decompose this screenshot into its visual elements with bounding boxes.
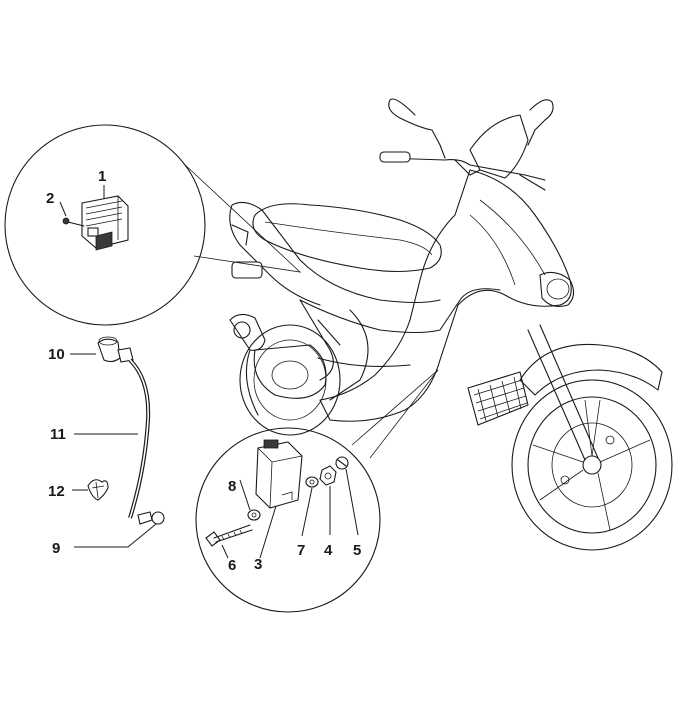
callout-2: 2 (46, 190, 54, 207)
front-fender (519, 343, 663, 396)
callout-10: 10 (48, 346, 65, 363)
callout-5: 5 (353, 542, 361, 559)
headlight (539, 271, 575, 307)
callout-labels: 1 2 3 4 5 6 7 8 9 10 11 12 (46, 168, 361, 574)
leader-lines (59, 185, 359, 559)
footboard-grille (467, 371, 529, 426)
callout-11: 11 (50, 426, 66, 443)
regulator-detail-circle (4, 124, 302, 326)
callout-9: 9 (52, 540, 60, 557)
voltage-regulator (81, 195, 129, 251)
callout-3: 3 (254, 556, 262, 573)
ht-cable (128, 358, 151, 519)
seat (252, 203, 442, 273)
callout-8: 8 (228, 478, 236, 495)
mounting-bolt (205, 524, 253, 547)
windscreen (469, 114, 529, 179)
regulator-screw (62, 217, 85, 227)
ignition-unit (255, 439, 303, 509)
washer-8 (247, 509, 261, 521)
exhaust (229, 313, 327, 399)
front-body (319, 169, 572, 422)
scooter-illustration (229, 98, 673, 551)
callout-7: 7 (297, 542, 305, 559)
spacer-5 (335, 456, 349, 470)
front-fork (527, 324, 599, 461)
rear-body (229, 201, 441, 306)
front-wheel (511, 379, 673, 551)
ignition-detail-circle (195, 369, 439, 613)
side-body (299, 288, 501, 368)
callout-12: 12 (48, 483, 65, 500)
callout-1: 1 (98, 168, 106, 185)
rear-light (231, 261, 263, 279)
cable-end-terminal (137, 511, 165, 525)
spark-plug-cap (97, 336, 134, 363)
handlebar-mirrors (379, 98, 554, 191)
washer-7 (305, 476, 319, 488)
callout-4: 4 (324, 542, 333, 559)
cable-clip (87, 479, 109, 501)
nut-4 (319, 465, 337, 486)
callout-6: 6 (228, 557, 236, 574)
